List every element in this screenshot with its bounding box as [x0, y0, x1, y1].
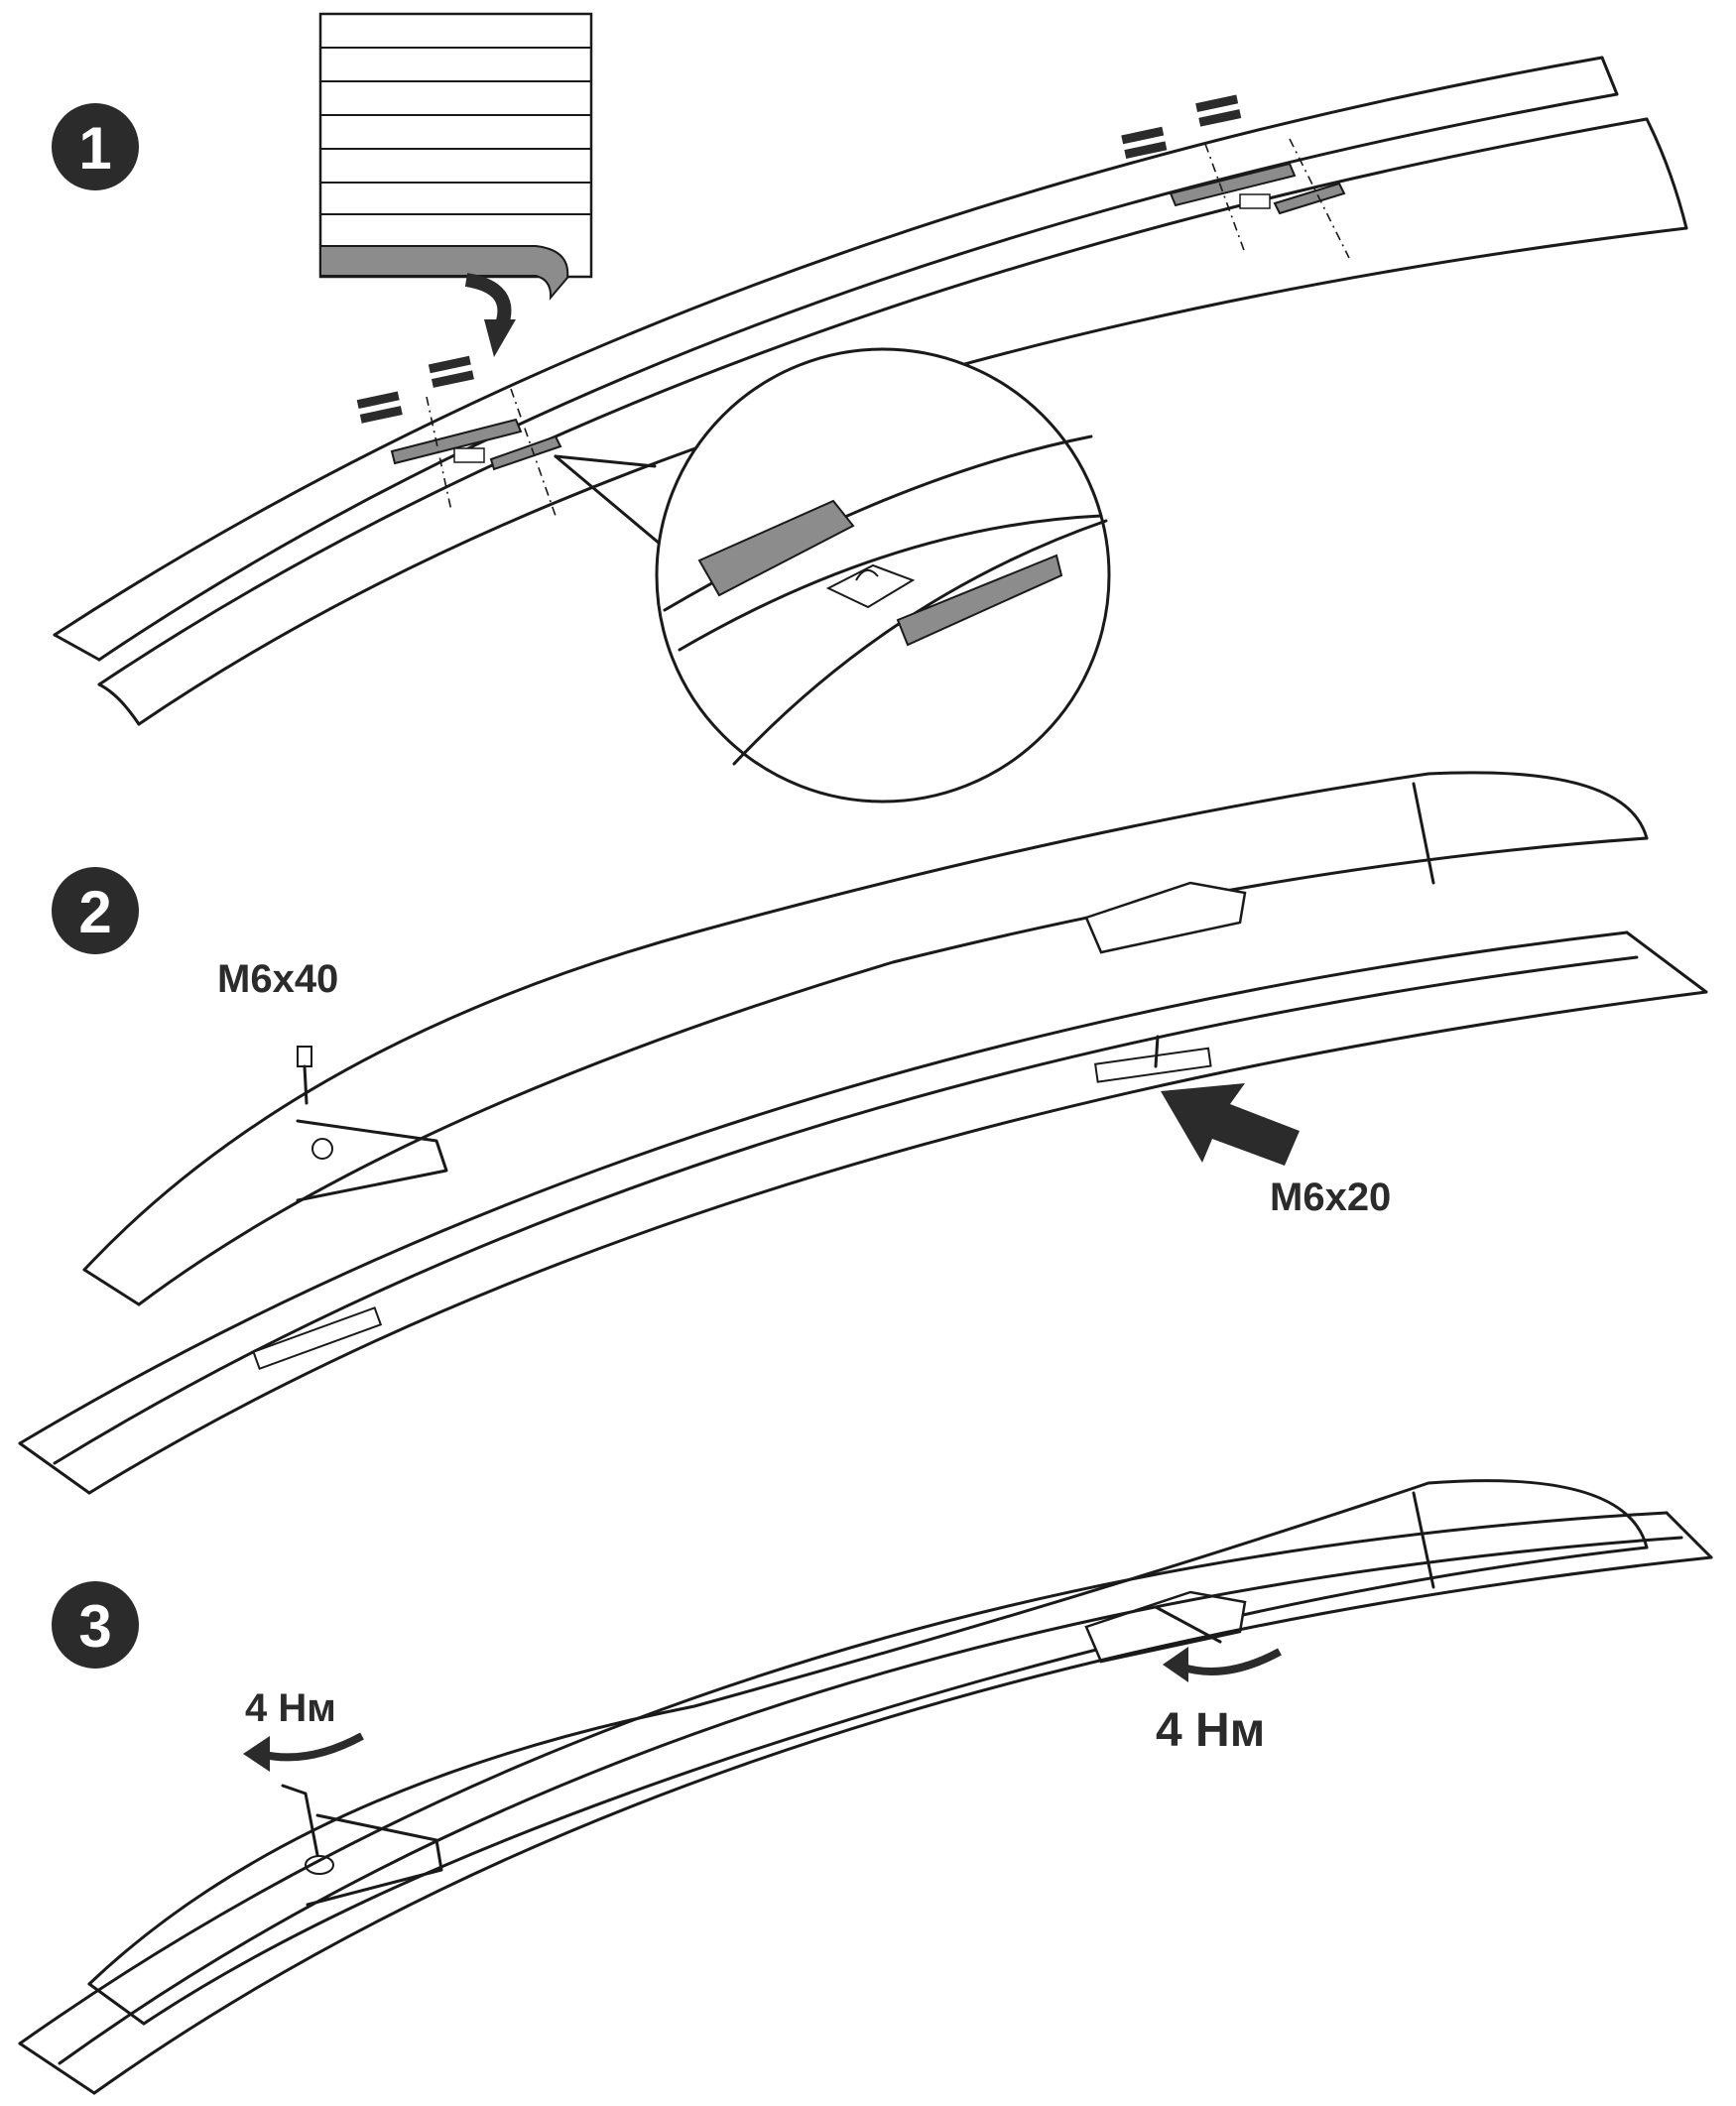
magnifier-callout-icon: [554, 347, 1111, 804]
bolt-icon: [297, 1046, 312, 1105]
curved-arrow-icon: [464, 273, 516, 357]
roof-rail-bar-step-2: [82, 771, 1649, 1306]
step-2-number: 2: [78, 879, 111, 945]
step-1-panel: 1: [52, 12, 1688, 804]
step-3-number: 3: [78, 1593, 111, 1660]
equal-spacing-icon: [356, 94, 1242, 424]
torque-arrow-icon: [1163, 1647, 1282, 1682]
step-1-number: 1: [78, 115, 111, 182]
step-2-badge: 2: [52, 867, 139, 954]
front-torque-label: 4 Нм: [1156, 1704, 1265, 1757]
push-arrow-icon: [1161, 1083, 1300, 1166]
rear-torque-label: 4 Нм: [245, 1686, 336, 1730]
torque-arrow-icon: [243, 1732, 364, 1772]
tape-roll: [318, 12, 593, 301]
rail-tape-left: [390, 388, 562, 517]
step-3-panel: 3 4 Нм 4 Нм: [18, 1479, 1713, 2095]
rail-tape-right: [1169, 138, 1350, 259]
roof-rail-step-3: [18, 1479, 1713, 2095]
step-1-badge: 1: [52, 103, 139, 190]
step-3-badge: 3: [52, 1581, 139, 1669]
step-2-panel: 2 M6x40: [18, 771, 1708, 1495]
front-bolt-label: M6x20: [1270, 1176, 1391, 1219]
hex-key-icon: [281, 1784, 334, 1875]
rear-bolt-label: M6x40: [217, 957, 338, 1001]
base-rail-step-2: [18, 930, 1708, 1495]
